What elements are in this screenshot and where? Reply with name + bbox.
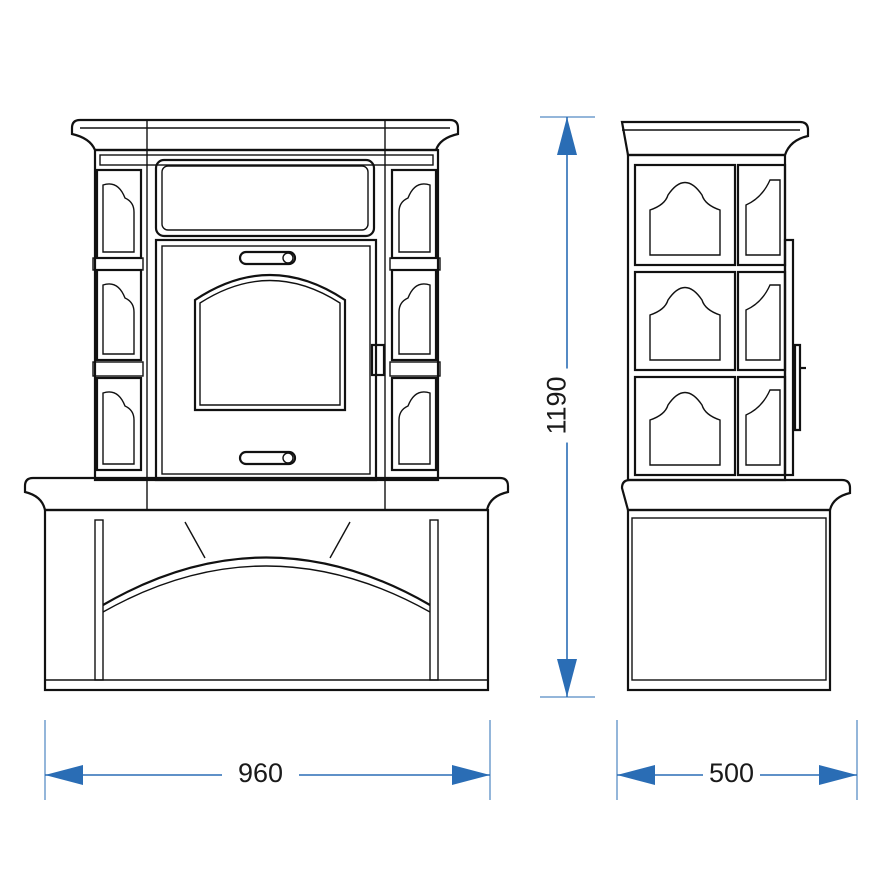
arrow-down-icon xyxy=(557,659,577,697)
height-label: 1190 xyxy=(541,368,573,443)
side-tiles xyxy=(633,163,787,477)
front-view xyxy=(23,118,510,692)
arrow-up-icon xyxy=(557,117,577,155)
width-label: 960 xyxy=(222,758,300,789)
arrow-right-icon xyxy=(819,765,857,785)
front-side-tiles xyxy=(92,168,441,472)
depth-label: 500 xyxy=(703,758,761,789)
arrow-left-icon xyxy=(617,765,655,785)
arrow-right-icon xyxy=(452,765,490,785)
arrow-left-icon xyxy=(45,765,83,785)
side-view xyxy=(620,120,852,692)
